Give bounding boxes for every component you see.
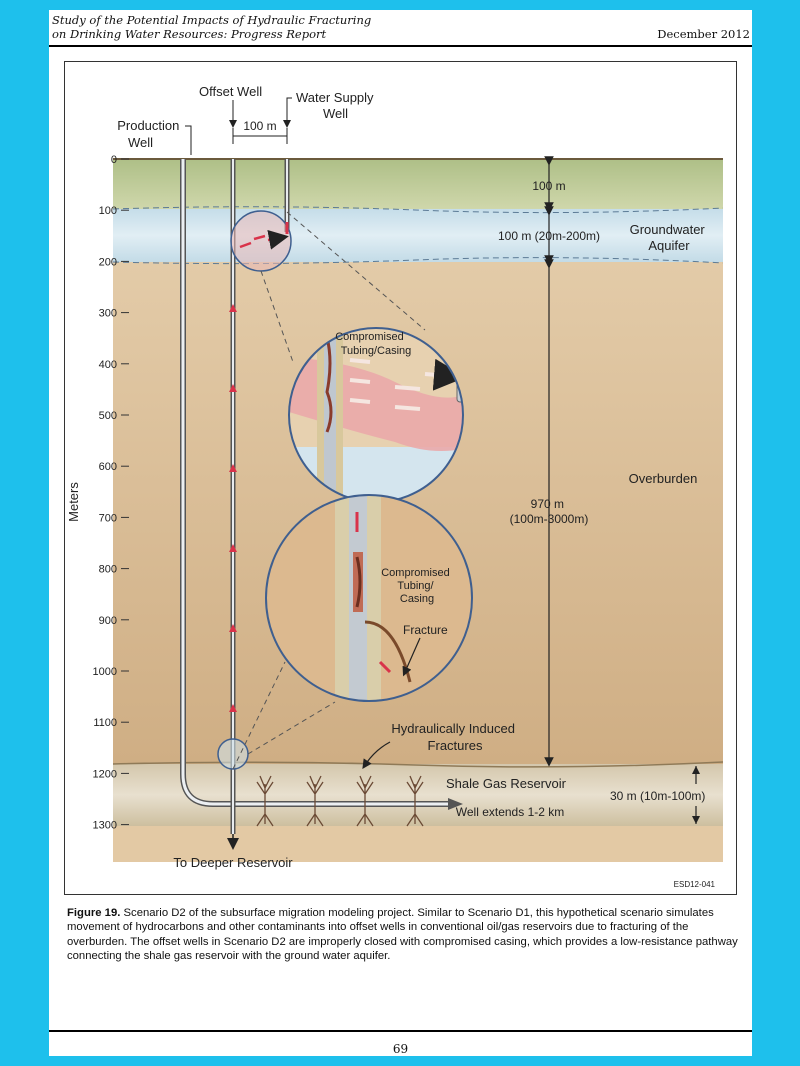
fracture-mark xyxy=(356,775,374,827)
deeper-reservoir-label: To Deeper Reservoir xyxy=(173,855,293,870)
running-header: Study of the Potential Impacts of Hydrau… xyxy=(52,13,371,41)
depth-tick-label: 800 xyxy=(99,564,117,576)
spacing-label: 100 m xyxy=(243,119,276,133)
header-date: December 2012 xyxy=(657,27,750,41)
overburden-label: Overburden xyxy=(629,471,698,486)
migration-arrow xyxy=(229,544,237,552)
caption-label: Figure 19. xyxy=(67,907,121,919)
soil-layer xyxy=(113,159,723,209)
header-title-line1: Study of the Potential Impacts of Hydrau… xyxy=(52,13,372,27)
depth-tick-label: 1300 xyxy=(93,820,117,832)
depth-tick-label: 300 xyxy=(99,308,117,320)
depth-reservoir-label: 30 m (10m-100m) xyxy=(610,789,705,803)
shale-gas-label: Shale Gas Reservoir xyxy=(446,776,567,791)
depth-tick-label: 900 xyxy=(99,615,117,627)
caption-text: Scenario D2 of the subsurface migration … xyxy=(67,907,738,963)
depth-tick-label: 100 xyxy=(99,205,117,217)
y-axis-label: Meters xyxy=(66,482,81,522)
depth-top-label: 100 m xyxy=(532,179,565,193)
migration-arrow xyxy=(229,704,237,712)
report-page: Study of the Potential Impacts of Hydrau… xyxy=(49,10,752,1056)
depth-tick-label: 700 xyxy=(99,512,117,524)
depth-tick-label: 0 xyxy=(111,154,117,166)
inset-compromised-casing-aquifer: Compromised Tubing/Casing xyxy=(288,327,464,503)
water-supply-well-label: Water Supply Well xyxy=(296,90,377,121)
migration-diagram: 0 100 200 300 400 500 600 700 800 900 1000 1100 1200… xyxy=(66,84,724,889)
aquifer-zoom-circle xyxy=(230,210,292,272)
header-rule xyxy=(49,45,752,47)
depth-tick-label: 1000 xyxy=(93,666,117,678)
migration-arrows xyxy=(229,304,237,712)
groundwater-aquifer-label: Groundwater Aquifer xyxy=(630,222,709,253)
shale-layer xyxy=(113,764,723,826)
deep-layer xyxy=(113,826,723,862)
migration-arrow xyxy=(229,304,237,312)
migration-arrow xyxy=(229,624,237,632)
fracture-mark xyxy=(306,775,324,827)
inset2-label: Compromised Tubing/ Casing xyxy=(381,567,453,605)
fracture-mark xyxy=(256,775,274,827)
offset-well-label: Offset Well xyxy=(199,84,262,99)
inset1-label: Compromised Tubing/Casing xyxy=(335,331,411,357)
depth-tick-label: 500 xyxy=(99,410,117,422)
migration-arrow xyxy=(229,384,237,392)
aquifer-layer xyxy=(113,209,723,262)
depth-overburden-label: 970 m (100m-3000m) xyxy=(510,497,589,526)
well-extends-label: Well extends 1-2 km xyxy=(456,805,565,819)
depth-tick-label: 1100 xyxy=(93,717,117,729)
depth-tick-label: 600 xyxy=(99,461,117,473)
reservoir-zoom-circle xyxy=(217,738,249,770)
page-number: 69 xyxy=(392,1042,409,1056)
depth-tick-label: 1200 xyxy=(93,768,117,780)
inset-compromised-casing-fracture: Compromised Tubing/ Casing Fracture xyxy=(265,494,473,702)
migration-arrow xyxy=(229,464,237,472)
depth-tick-label: 200 xyxy=(99,256,117,268)
header-title-line2: on Drinking Water Resources: Progress Re… xyxy=(52,27,327,41)
fracture-mark xyxy=(406,775,424,827)
figure-frame: 0 100 200 300 400 500 600 700 800 900 1000 1100 1200… xyxy=(64,61,737,895)
production-well-label: Production Well xyxy=(117,118,183,150)
figure-code: ESD12-041 xyxy=(674,880,716,889)
depth-aquifer-label: 100 m (20m-200m) xyxy=(498,229,600,243)
hydraulic-fractures xyxy=(256,775,424,827)
figure-caption: Figure 19. Scenario D2 of the subsurface… xyxy=(67,906,739,964)
hydraulic-fractures-label: Hydraulically Induced Fractures xyxy=(391,721,518,753)
footer-rule xyxy=(49,1030,752,1032)
depth-axis: 0 100 200 300 400 500 600 700 800 900 1000 1100 1200… xyxy=(93,154,129,832)
fracture-label: Fracture xyxy=(403,623,448,637)
depth-tick-label: 400 xyxy=(99,359,117,371)
